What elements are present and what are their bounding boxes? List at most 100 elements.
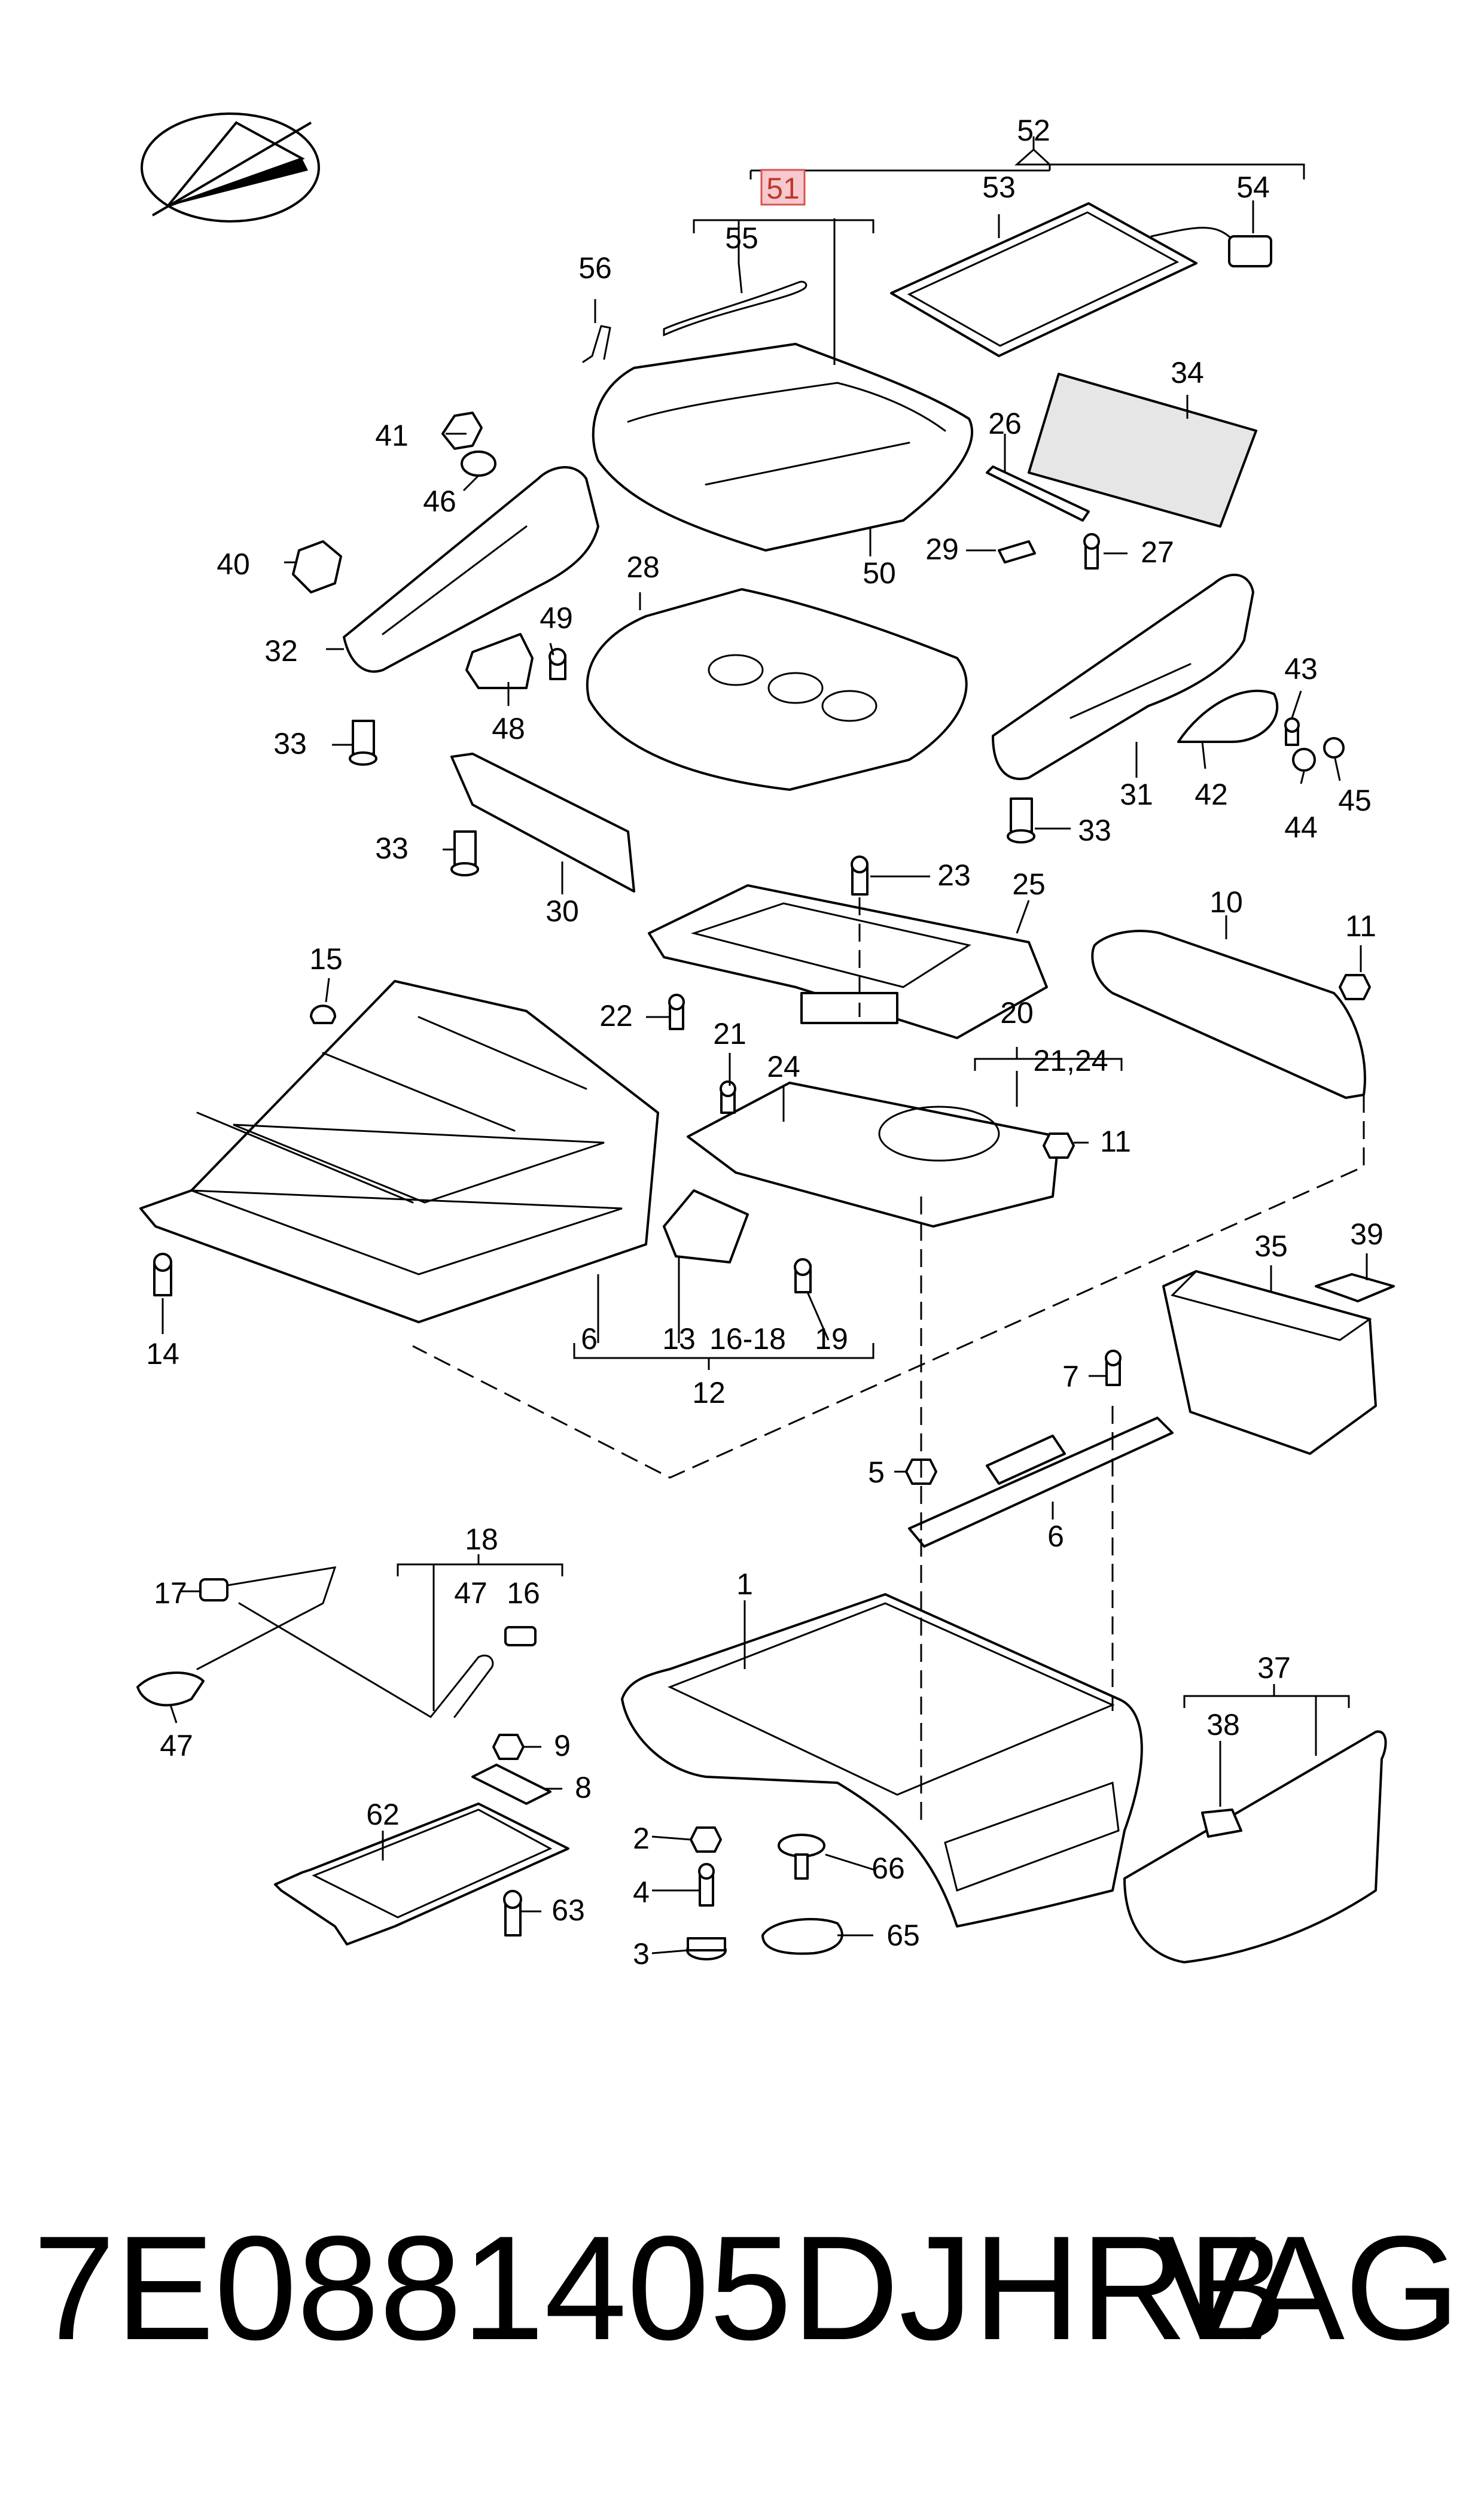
control-unit: [465, 633, 534, 689]
leader-lines: [161, 136, 1368, 1954]
mounting-plate: [274, 1803, 569, 1945]
label-34[interactable]: 34: [1171, 356, 1204, 389]
label-13[interactable]: 13: [662, 1322, 696, 1356]
label-47a[interactable]: 47: [454, 1576, 487, 1610]
label-33c[interactable]: 33: [1078, 814, 1111, 847]
seat-motor: [663, 1189, 749, 1263]
label-52[interactable]: 52: [1017, 114, 1050, 147]
label-62[interactable]: 62: [366, 1798, 400, 1831]
label-6a[interactable]: 6: [581, 1322, 598, 1356]
clip-33c: [1007, 797, 1035, 844]
label-26[interactable]: 26: [988, 407, 1022, 440]
label-2[interactable]: 2: [633, 1822, 650, 1855]
label-31[interactable]: 31: [1120, 778, 1153, 811]
seat-side-trim-left: [343, 466, 599, 673]
nut-11a: [1339, 974, 1371, 1000]
cap-44: [1292, 748, 1316, 772]
brand-name: VAG: [1157, 2205, 1460, 2371]
label-7[interactable]: 7: [1062, 1360, 1079, 1393]
label-19[interactable]: 19: [815, 1322, 848, 1356]
label-43[interactable]: 43: [1284, 652, 1318, 686]
label-6b[interactable]: 6: [1047, 1520, 1064, 1553]
label-45[interactable]: 45: [1338, 784, 1372, 817]
heating-connector: [1150, 227, 1272, 267]
label-33b[interactable]: 33: [375, 832, 409, 865]
label-37[interactable]: 37: [1257, 1651, 1291, 1685]
label-56[interactable]: 56: [578, 251, 612, 285]
label-11a[interactable]: 11: [1345, 909, 1376, 943]
trim-cap: [1177, 689, 1279, 743]
label-4[interactable]: 4: [633, 1875, 650, 1909]
label-38[interactable]: 38: [1206, 1708, 1240, 1741]
label-10[interactable]: 10: [1209, 885, 1243, 919]
bolt-43: [1284, 717, 1300, 746]
label-11b[interactable]: 11: [1100, 1125, 1131, 1158]
bolt-22: [668, 994, 685, 1030]
part-number: 7E0881405DJHRB: [33, 2205, 1287, 2371]
bolt-14: [153, 1253, 172, 1296]
label-21[interactable]: 21: [713, 1017, 746, 1051]
label-16-18[interactable]: 16-18: [709, 1322, 786, 1356]
label-55[interactable]: 55: [725, 221, 758, 255]
nut-2: [690, 1826, 722, 1853]
label-24[interactable]: 24: [767, 1050, 800, 1083]
seat-base-console: [621, 1593, 1143, 1928]
label-47b[interactable]: 47: [160, 1729, 193, 1762]
label-28[interactable]: 28: [626, 550, 660, 584]
label-15[interactable]: 15: [309, 942, 343, 976]
label-23[interactable]: 23: [937, 858, 971, 892]
label-63[interactable]: 63: [551, 1893, 585, 1927]
label-66[interactable]: 66: [871, 1852, 905, 1885]
label-42[interactable]: 42: [1194, 778, 1228, 811]
label-33a[interactable]: 33: [273, 727, 307, 760]
clip-66: [778, 1834, 825, 1880]
label-54[interactable]: 54: [1236, 170, 1270, 204]
bolt-7: [1105, 1350, 1122, 1386]
felt-pad: [1315, 1273, 1395, 1302]
nut-11b: [1043, 1132, 1075, 1159]
label-39[interactable]: 39: [1350, 1217, 1384, 1251]
label-17[interactable]: 17: [154, 1576, 187, 1610]
label-8[interactable]: 8: [575, 1771, 592, 1804]
bolt-19: [794, 1258, 812, 1293]
label-22[interactable]: 22: [599, 999, 633, 1033]
stud-4: [698, 1863, 715, 1907]
label-21-24[interactable]: 21,24: [1033, 1044, 1108, 1077]
label-30[interactable]: 30: [546, 894, 579, 928]
label-51[interactable]: 51: [766, 172, 800, 205]
label-44[interactable]: 44: [1284, 811, 1318, 844]
label-29[interactable]: 29: [925, 532, 959, 566]
label-16[interactable]: 16: [507, 1576, 540, 1610]
retaining-strip: [986, 465, 1090, 522]
label-1[interactable]: 1: [736, 1567, 753, 1601]
label-9[interactable]: 9: [554, 1729, 571, 1762]
label-35[interactable]: 35: [1254, 1229, 1288, 1263]
side-trim-cover: [1123, 1730, 1387, 1963]
label-41[interactable]: 41: [375, 419, 409, 452]
seat-frame: [139, 980, 659, 1323]
seat-pan-bracket: [648, 884, 1048, 1039]
label-18[interactable]: 18: [465, 1523, 498, 1556]
label-27[interactable]: 27: [1141, 535, 1174, 569]
clip-33b: [450, 830, 479, 876]
nut-9: [492, 1734, 525, 1760]
label-12[interactable]: 12: [692, 1376, 726, 1409]
label-25[interactable]: 25: [1012, 867, 1046, 901]
label-5[interactable]: 5: [868, 1456, 885, 1489]
label-14[interactable]: 14: [146, 1337, 179, 1371]
label-49[interactable]: 49: [540, 601, 573, 635]
clip-33a: [349, 720, 377, 766]
label-20[interactable]: 20: [1000, 996, 1034, 1030]
label-48[interactable]: 48: [492, 712, 525, 745]
label-53[interactable]: 53: [982, 170, 1016, 204]
retaining-clip-38: [1201, 1808, 1242, 1838]
label-32[interactable]: 32: [264, 634, 298, 668]
seat-parts-exploded-diagram: 51 52 53 54 55 56 34 26 41 46 29 27 40 5…: [136, 112, 1395, 1971]
label-46[interactable]: 46: [423, 485, 456, 518]
label-40[interactable]: 40: [217, 547, 250, 581]
label-3[interactable]: 3: [633, 1937, 650, 1971]
seat-heating-mat: [890, 202, 1197, 357]
pad-65: [761, 1917, 843, 1955]
label-65[interactable]: 65: [886, 1919, 920, 1952]
label-50[interactable]: 50: [863, 556, 896, 590]
